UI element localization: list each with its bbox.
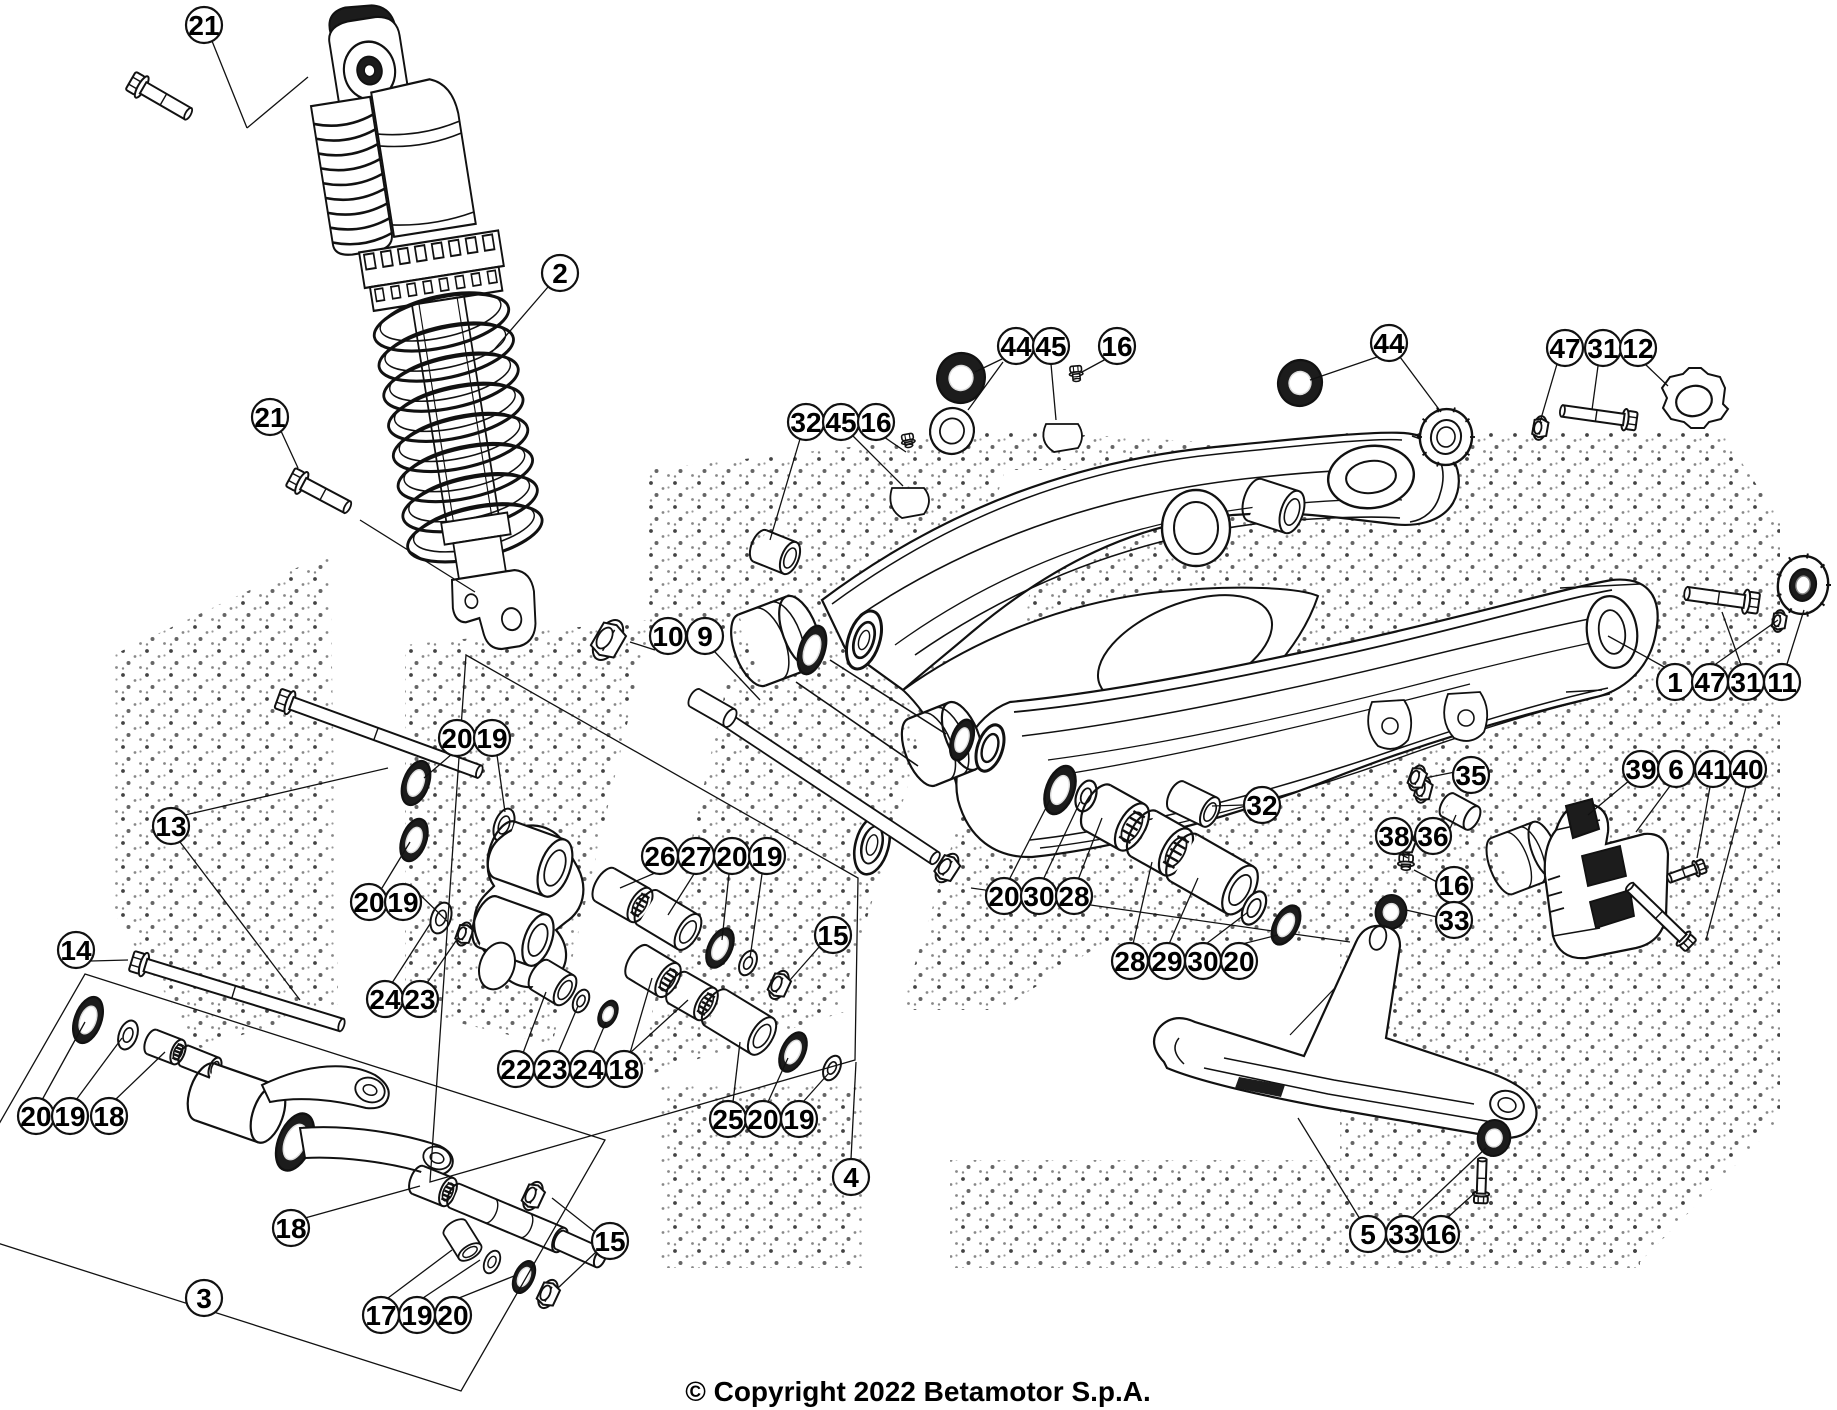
svg-text:44: 44 bbox=[1373, 328, 1405, 359]
svg-text:20: 20 bbox=[20, 1101, 51, 1132]
svg-text:31: 31 bbox=[1730, 667, 1761, 698]
svg-text:30: 30 bbox=[1187, 946, 1218, 977]
svg-text:19: 19 bbox=[783, 1104, 814, 1135]
svg-text:47: 47 bbox=[1694, 667, 1725, 698]
svg-text:16: 16 bbox=[1101, 331, 1132, 362]
svg-text:31: 31 bbox=[1587, 333, 1618, 364]
svg-text:33: 33 bbox=[1438, 905, 1469, 936]
svg-text:© Copyright 2022 Betamotor S.p: © Copyright 2022 Betamotor S.p.A. bbox=[685, 1376, 1151, 1407]
svg-text:15: 15 bbox=[817, 920, 848, 951]
svg-text:13: 13 bbox=[155, 811, 186, 842]
svg-text:28: 28 bbox=[1058, 881, 1089, 912]
svg-text:32: 32 bbox=[1246, 790, 1277, 821]
svg-text:41: 41 bbox=[1697, 754, 1728, 785]
svg-text:29: 29 bbox=[1151, 946, 1182, 977]
svg-text:2: 2 bbox=[552, 258, 568, 289]
svg-text:24: 24 bbox=[572, 1054, 604, 1085]
svg-text:26: 26 bbox=[644, 841, 675, 872]
svg-text:18: 18 bbox=[93, 1101, 124, 1132]
svg-text:30: 30 bbox=[1023, 881, 1054, 912]
svg-text:20: 20 bbox=[988, 881, 1019, 912]
svg-text:35: 35 bbox=[1455, 760, 1486, 791]
svg-text:18: 18 bbox=[608, 1054, 639, 1085]
svg-text:21: 21 bbox=[188, 10, 219, 41]
svg-text:47: 47 bbox=[1549, 333, 1580, 364]
svg-text:32: 32 bbox=[790, 407, 821, 438]
svg-text:3: 3 bbox=[196, 1283, 212, 1314]
svg-text:17: 17 bbox=[365, 1300, 396, 1331]
svg-text:20: 20 bbox=[441, 723, 472, 754]
svg-text:5: 5 bbox=[1360, 1219, 1376, 1250]
svg-text:44: 44 bbox=[1000, 331, 1032, 362]
svg-text:22: 22 bbox=[500, 1054, 531, 1085]
svg-text:45: 45 bbox=[825, 407, 856, 438]
svg-text:36: 36 bbox=[1417, 821, 1448, 852]
svg-text:16: 16 bbox=[860, 407, 891, 438]
svg-text:27: 27 bbox=[680, 841, 711, 872]
svg-text:10: 10 bbox=[652, 621, 683, 652]
svg-text:28: 28 bbox=[1114, 946, 1145, 977]
svg-text:1: 1 bbox=[1667, 667, 1683, 698]
svg-text:24: 24 bbox=[369, 984, 401, 1015]
svg-text:45: 45 bbox=[1035, 331, 1066, 362]
svg-text:9: 9 bbox=[697, 621, 713, 652]
svg-text:18: 18 bbox=[275, 1213, 306, 1244]
svg-text:12: 12 bbox=[1622, 333, 1653, 364]
svg-text:21: 21 bbox=[254, 402, 285, 433]
svg-text:19: 19 bbox=[476, 723, 507, 754]
svg-text:20: 20 bbox=[1223, 946, 1254, 977]
svg-text:38: 38 bbox=[1378, 821, 1409, 852]
svg-text:6: 6 bbox=[1668, 754, 1684, 785]
svg-text:39: 39 bbox=[1625, 754, 1656, 785]
svg-text:4: 4 bbox=[843, 1162, 859, 1193]
svg-text:20: 20 bbox=[747, 1104, 778, 1135]
svg-text:23: 23 bbox=[404, 984, 435, 1015]
svg-text:16: 16 bbox=[1438, 870, 1469, 901]
svg-text:33: 33 bbox=[1388, 1219, 1419, 1250]
svg-text:19: 19 bbox=[387, 887, 418, 918]
svg-text:16: 16 bbox=[1425, 1219, 1456, 1250]
svg-text:20: 20 bbox=[716, 841, 747, 872]
svg-text:23: 23 bbox=[536, 1054, 567, 1085]
svg-text:15: 15 bbox=[594, 1226, 625, 1257]
svg-text:20: 20 bbox=[353, 887, 384, 918]
svg-text:40: 40 bbox=[1732, 754, 1763, 785]
svg-text:19: 19 bbox=[401, 1300, 432, 1331]
svg-text:20: 20 bbox=[437, 1300, 468, 1331]
svg-text:19: 19 bbox=[751, 841, 782, 872]
svg-text:25: 25 bbox=[712, 1104, 743, 1135]
svg-text:19: 19 bbox=[54, 1101, 85, 1132]
svg-text:11: 11 bbox=[1767, 667, 1797, 698]
svg-text:14: 14 bbox=[60, 935, 92, 966]
